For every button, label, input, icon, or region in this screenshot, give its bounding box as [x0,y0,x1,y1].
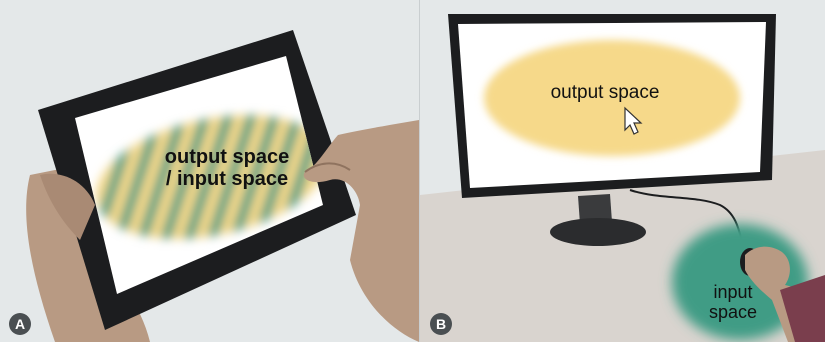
output-input-space-label: output space / input space [132,146,322,191]
monitor-base [550,218,646,246]
input-space-label: input space [688,282,778,322]
input-label-line-2: space [688,302,778,322]
panel-a-tablet: output space / input space A [0,0,419,342]
label-line-1: output space [132,146,322,168]
panel-b-badge: B [430,313,452,335]
panel-b-desktop: output space input space B [420,0,825,342]
output-space-label: output space [530,82,680,103]
label-line-2: / input space [132,168,322,190]
input-label-line-1: input [688,282,778,302]
panel-a-badge: A [9,313,31,335]
